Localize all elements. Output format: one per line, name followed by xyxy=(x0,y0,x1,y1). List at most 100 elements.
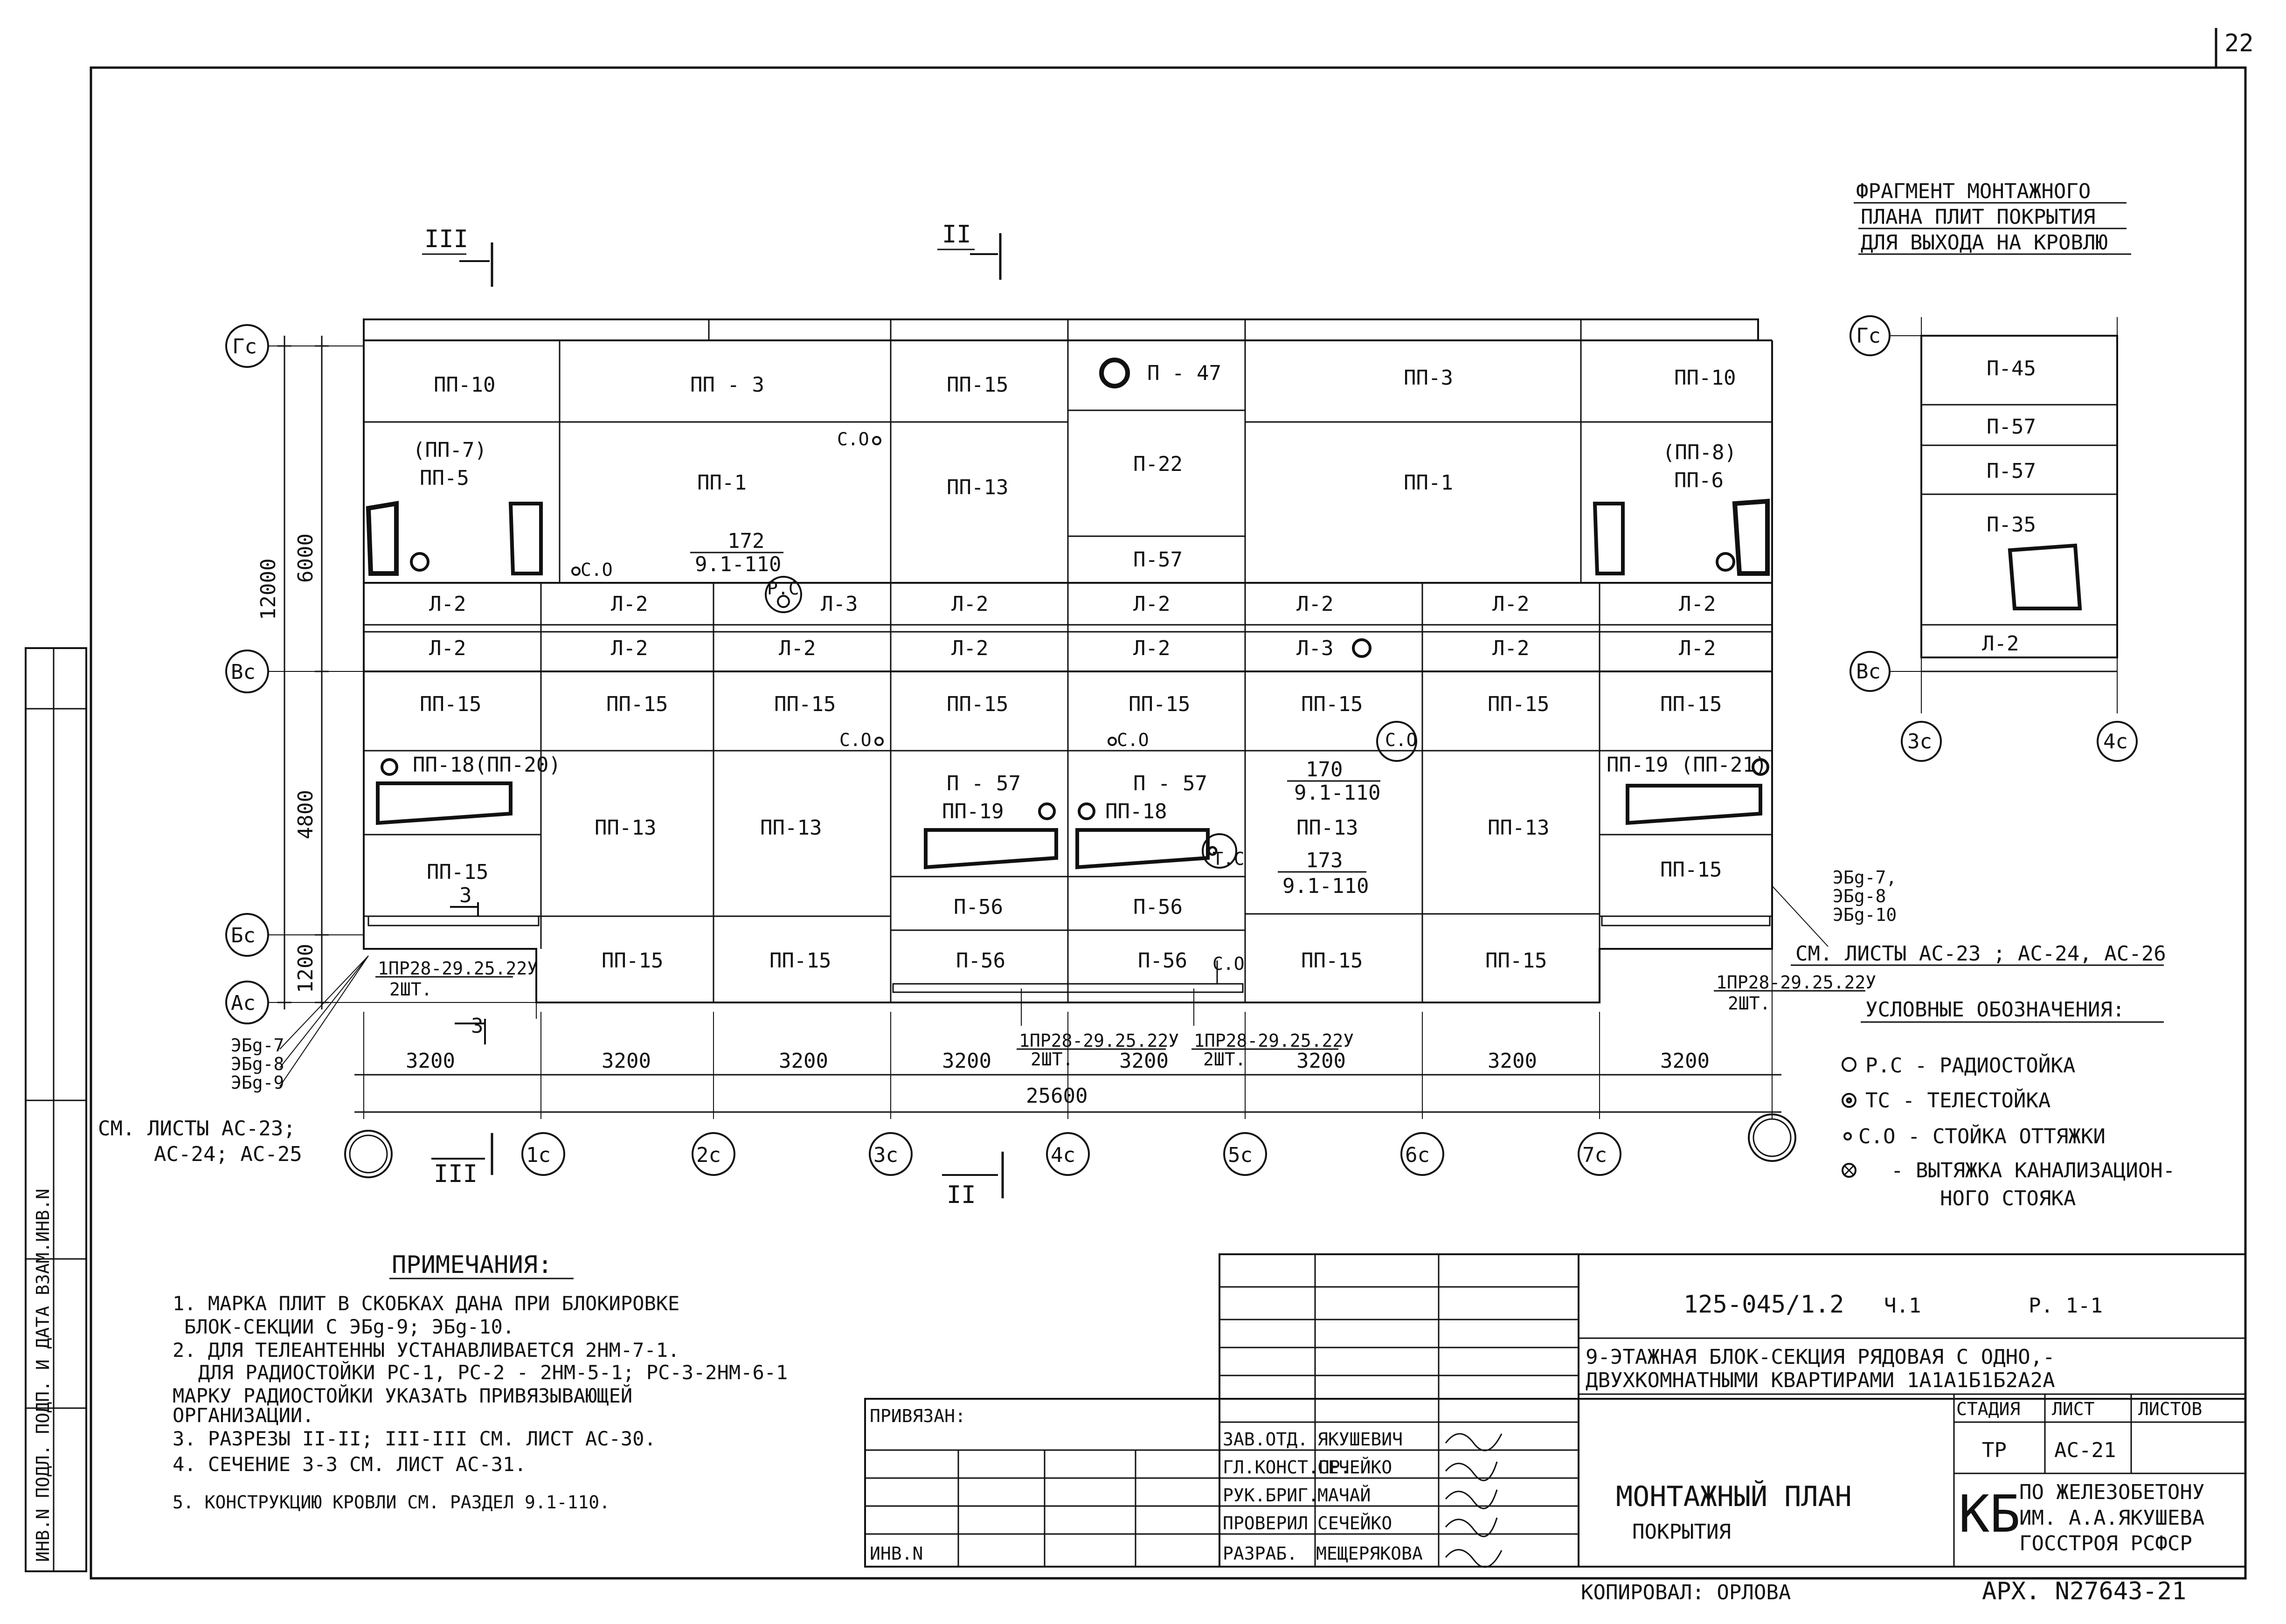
svg-text:С.О: С.О xyxy=(581,560,613,580)
svg-text:Вс: Вс xyxy=(231,660,256,684)
svg-text:3200: 3200 xyxy=(779,1049,828,1073)
svg-text:3200: 3200 xyxy=(1488,1049,1537,1073)
svg-text:3200: 3200 xyxy=(942,1049,991,1073)
svg-text:II: II xyxy=(947,1181,976,1209)
main-plan xyxy=(363,318,1773,1019)
svg-text:2ШТ.: 2ШТ. xyxy=(1203,1049,1246,1070)
plan-labels: ПП-10 ПП - 3 ПП-15 П - 47 ПП-3 ПП-10 (ПП… xyxy=(98,361,2166,1166)
svg-text:ПП-10: ПП-10 xyxy=(434,373,495,397)
svg-text:III: III xyxy=(434,1160,478,1188)
svg-text:172: 172 xyxy=(727,529,764,553)
svg-text:5с: 5с xyxy=(1228,1143,1253,1167)
svg-text:СЕЧЕЙКО: СЕЧЕЙКО xyxy=(1317,1457,1392,1478)
svg-text:МАЧАЙ: МАЧАЙ xyxy=(1317,1485,1371,1506)
svg-text:П-56: П-56 xyxy=(1138,949,1187,973)
svg-text:170: 170 xyxy=(1306,758,1343,781)
svg-text:ПП-15: ПП-15 xyxy=(427,860,488,884)
svg-text:П-35: П-35 xyxy=(1987,513,2036,537)
svg-text:ЭБg-7,: ЭБg-7, xyxy=(1833,867,1897,888)
svg-text:Л-2: Л-2 xyxy=(1982,632,2019,656)
svg-text:Л-2: Л-2 xyxy=(429,592,466,616)
svg-text:ПП-19 (ПП-21): ПП-19 (ПП-21) xyxy=(1607,753,1767,777)
svg-text:АС-24; АС-25: АС-24; АС-25 xyxy=(154,1142,302,1166)
svg-text:9-ЭТАЖНАЯ БЛОК-СЕКЦИЯ РЯДОВАЯ: 9-ЭТАЖНАЯ БЛОК-СЕКЦИЯ РЯДОВАЯ С ОДНО,- xyxy=(1586,1345,2055,1369)
svg-text:125-045/1.2: 125-045/1.2 xyxy=(1683,1291,1844,1319)
svg-text:(ПП-7): (ПП-7) xyxy=(413,438,487,462)
svg-text:П-56: П-56 xyxy=(1133,895,1183,919)
svg-text:ПП-19: ПП-19 xyxy=(942,800,1004,823)
svg-text:С.О - СТОЙКА ОТТЯЖКИ: С.О - СТОЙКА ОТТЯЖКИ xyxy=(1858,1124,2106,1148)
svg-text:ПП-15: ПП-15 xyxy=(420,692,481,716)
svg-text:Вс: Вс xyxy=(1856,660,1881,684)
svg-text:Л-2: Л-2 xyxy=(611,636,648,660)
svg-text:ПП-15: ПП-15 xyxy=(1485,949,1547,973)
svg-text:2. ДЛЯ ТЕЛЕАНТЕННЫ УСТАНАВЛИВА: 2. ДЛЯ ТЕЛЕАНТЕННЫ УСТАНАВЛИВАЕТСЯ 2НМ-7… xyxy=(173,1339,679,1361)
svg-text:Р. 1-1: Р. 1-1 xyxy=(2029,1294,2103,1318)
svg-text:ПП-15: ПП-15 xyxy=(1301,692,1363,716)
axes: Гс Вс Бс Ас 12000 6000 4800 1200 xyxy=(225,324,1796,1178)
svg-text:Л-2: Л-2 xyxy=(779,636,816,660)
svg-text:НОГО СТОЯКА: НОГО СТОЯКА xyxy=(1940,1187,2076,1210)
copied-by: КОПИРОВАЛ: ОРЛОВА xyxy=(1581,1581,1791,1604)
svg-text:СМ. ЛИСТЫ АС-23;: СМ. ЛИСТЫ АС-23; xyxy=(98,1117,296,1140)
svg-text:П-22: П-22 xyxy=(1133,452,1183,476)
svg-text:ГЛ.КОНСТ.ПР.: ГЛ.КОНСТ.ПР. xyxy=(1223,1457,1351,1478)
svg-text:3: 3 xyxy=(459,884,472,907)
svg-text:5. КОНСТРУКЦИЮ КРОВЛИ СМ. РАЗД: 5. КОНСТРУКЦИЮ КРОВЛИ СМ. РАЗДЕЛ 9.1-110… xyxy=(173,1492,610,1513)
svg-text:3200: 3200 xyxy=(1296,1049,1346,1073)
svg-text:ПП-15: ПП-15 xyxy=(1301,949,1363,973)
svg-text:1. МАРКА ПЛИТ В СКОБКАХ ДАНА П: 1. МАРКА ПЛИТ В СКОБКАХ ДАНА ПРИ БЛОКИРО… xyxy=(173,1292,679,1315)
svg-text:ДЛЯ РАДИОСТОЙКИ РС-1, РС-2 - 2: ДЛЯ РАДИОСТОЙКИ РС-1, РС-2 - 2НМ-5-1; РС… xyxy=(198,1361,788,1384)
svg-text:Л-2: Л-2 xyxy=(429,636,466,660)
fragment-title: ФРАГМЕНТ МОНТАЖНОГО ПЛАНА ПЛИТ ПОКРЫТИЯ … xyxy=(1854,180,2131,255)
svg-text:ТР: ТР xyxy=(1982,1438,2007,1462)
svg-text:Л-3: Л-3 xyxy=(821,592,858,616)
svg-text:С.О: С.О xyxy=(1385,730,1417,750)
svg-text:БЛОК-СЕКЦИИ С ЭБg-9; ЭБg-10.: БЛОК-СЕКЦИИ С ЭБg-9; ЭБg-10. xyxy=(184,1315,514,1338)
svg-text:1с: 1с xyxy=(526,1143,551,1167)
svg-text:ПП - 3: ПП - 3 xyxy=(690,373,764,397)
svg-text:ПП-13: ПП-13 xyxy=(1296,816,1358,840)
svg-text:Л-2: Л-2 xyxy=(951,636,988,660)
svg-text:4800: 4800 xyxy=(294,790,318,839)
svg-text:ПРИМЕЧАНИЯ:: ПРИМЕЧАНИЯ: xyxy=(392,1251,552,1279)
svg-text:ПП-15: ПП-15 xyxy=(1129,692,1190,716)
svg-text:2ШТ.: 2ШТ. xyxy=(1728,993,1771,1014)
svg-text:1ПР28-29.25.22У: 1ПР28-29.25.22У xyxy=(1716,972,1876,993)
svg-text:Л-2: Л-2 xyxy=(1133,592,1170,616)
svg-text:Бс: Бс xyxy=(231,924,256,947)
svg-text:(ПП-8): (ПП-8) xyxy=(1663,441,1737,464)
svg-text:ИНВ.N: ИНВ.N xyxy=(870,1543,923,1564)
svg-text:ПП-15: ПП-15 xyxy=(947,692,1008,716)
notes: ПРИМЕЧАНИЯ: 1. МАРКА ПЛИТ В СКОБКАХ ДАНА… xyxy=(173,1251,788,1513)
svg-text:КБ: КБ xyxy=(1959,1484,2020,1544)
svg-text:ПП-13: ПП-13 xyxy=(1488,816,1549,840)
svg-text:ПП-15: ПП-15 xyxy=(947,373,1008,397)
svg-text:- ВЫТЯЖКА КАНАЛИЗАЦИОН-: - ВЫТЯЖКА КАНАЛИЗАЦИОН- xyxy=(1891,1159,2175,1182)
svg-text:3. РАЗРЕЗЫ II-II; III-III СМ.: 3. РАЗРЕЗЫ II-II; III-III СМ. ЛИСТ АС-30… xyxy=(173,1427,656,1450)
svg-text:1ПР28-29.25.22У: 1ПР28-29.25.22У xyxy=(1019,1030,1179,1051)
svg-text:ПП-15: ПП-15 xyxy=(774,692,836,716)
svg-text:4с: 4с xyxy=(1051,1143,1075,1167)
svg-text:П - 47: П - 47 xyxy=(1147,361,1221,385)
svg-text:9.1-110: 9.1-110 xyxy=(1282,874,1369,898)
svg-text:Р.С - РАДИОСТОЙКА: Р.С - РАДИОСТОЙКА xyxy=(1865,1053,2075,1078)
svg-text:ПП-13: ПП-13 xyxy=(595,816,656,840)
svg-text:ТС - ТЕЛЕСТОЙКА: ТС - ТЕЛЕСТОЙКА xyxy=(1865,1088,2050,1113)
archive-number: АРХ. N27643-21 xyxy=(1982,1577,2186,1605)
svg-text:ПРОВЕРИЛ: ПРОВЕРИЛ xyxy=(1223,1513,1308,1534)
svg-text:ПО ЖЕЛЕЗОБЕТОНУ: ПО ЖЕЛЕЗОБЕТОНУ xyxy=(2019,1480,2204,1504)
svg-text:ПП-6: ПП-6 xyxy=(1674,469,1724,492)
svg-text:ЛИСТ: ЛИСТ xyxy=(2052,1399,2095,1419)
svg-text:4. СЕЧЕНИЕ 3-3 СМ. ЛИСТ АС-31.: 4. СЕЧЕНИЕ 3-3 СМ. ЛИСТ АС-31. xyxy=(173,1453,526,1476)
svg-text:ПП-13: ПП-13 xyxy=(760,816,822,840)
svg-text:6с: 6с xyxy=(1405,1143,1430,1167)
svg-text:Ч.1: Ч.1 xyxy=(1884,1294,1921,1318)
svg-text:ПП-3: ПП-3 xyxy=(1404,366,1453,390)
svg-text:3200: 3200 xyxy=(602,1049,651,1073)
svg-text:ДЛЯ ВЫХОДА НА КРОВЛЮ: ДЛЯ ВЫХОДА НА КРОВЛЮ xyxy=(1861,231,2108,255)
svg-text:2с: 2с xyxy=(696,1143,721,1167)
svg-text:3200: 3200 xyxy=(406,1049,455,1073)
svg-text:25600: 25600 xyxy=(1026,1084,1088,1108)
